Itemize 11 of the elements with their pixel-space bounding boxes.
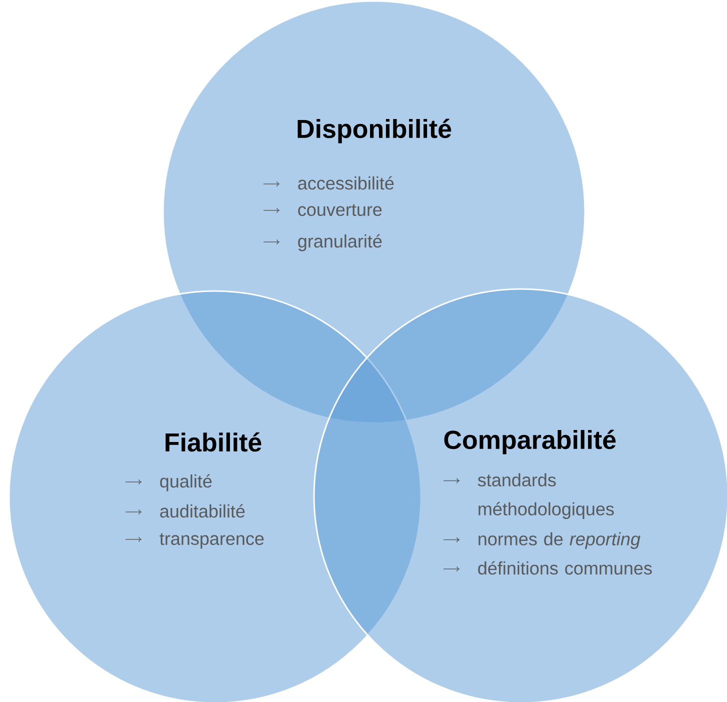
circle-heading: Comparabilité xyxy=(444,430,616,454)
list-item: accessibilité xyxy=(263,176,394,190)
list-item: normes de reporting xyxy=(443,532,640,549)
list-item: qualité xyxy=(125,474,212,492)
circle-heading: Fiabilité xyxy=(166,432,262,452)
list-item: auditabilité xyxy=(125,504,245,518)
list-item: transparence xyxy=(125,533,264,549)
list-item: couverture xyxy=(263,204,382,216)
list-item: granularité xyxy=(263,234,382,252)
circle-heading: Disponibilité xyxy=(298,118,452,144)
list-item: définitions communes xyxy=(443,561,652,575)
